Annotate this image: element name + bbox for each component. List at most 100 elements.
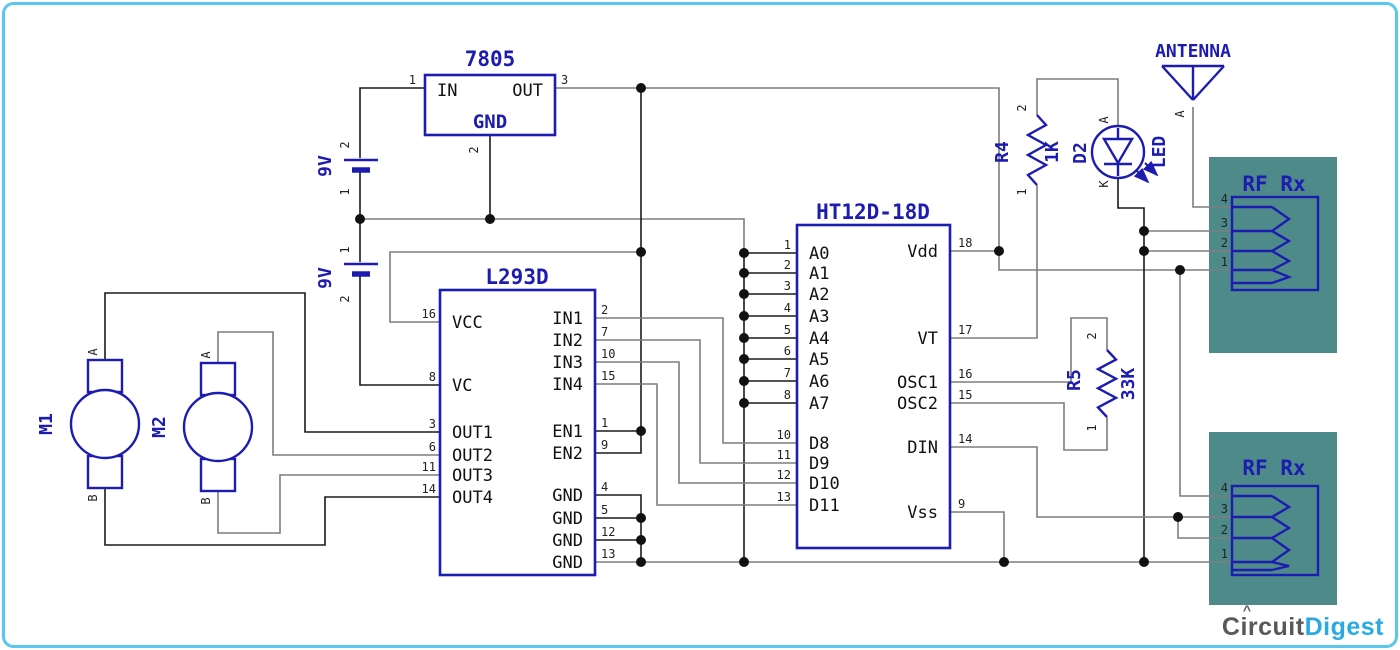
pin-number: 1	[601, 416, 608, 430]
wire	[1192, 107, 1232, 208]
pin-number: 2	[784, 258, 791, 272]
pin-label: A0	[809, 244, 829, 264]
pin-number: 5	[601, 503, 608, 517]
pin-label: D10	[809, 474, 840, 494]
pin-label: IN1	[552, 309, 583, 329]
led-emission-arrow	[1133, 167, 1150, 184]
junction-dot	[1139, 557, 1149, 567]
pin-label: A2	[809, 285, 829, 305]
motor-m2	[182, 361, 254, 493]
component-title: RF Rx	[1242, 456, 1306, 480]
rf-rx-module-bottom-box	[1230, 484, 1320, 577]
rf-rx-module-bottom-zigzag	[1269, 494, 1292, 572]
ic-l293d	[438, 288, 597, 577]
pin-number: 1	[409, 73, 416, 87]
pin-number: 15	[601, 369, 615, 383]
resistor-r4	[1025, 114, 1049, 186]
junction-dot	[636, 513, 646, 523]
component-label: LED	[1149, 136, 1170, 169]
pin-label: Vss	[907, 503, 938, 523]
junction-dots	[355, 83, 1185, 567]
pin-number: 3	[429, 417, 436, 431]
pin-number: 15	[958, 388, 972, 402]
component-title: RF Rx	[1242, 172, 1306, 196]
junction-dot	[1139, 246, 1149, 256]
pin-number: A	[86, 348, 100, 356]
junction-dot	[739, 557, 749, 567]
pin-label: VCC	[452, 313, 483, 333]
brand-logo: CircuitDigest ^	[1222, 602, 1384, 642]
pin-label: VT	[918, 329, 938, 349]
component-title: L293D	[485, 265, 548, 289]
pin-label: A1	[809, 264, 829, 284]
pin-number: 1	[1221, 547, 1228, 561]
pin-number: 2	[1085, 332, 1099, 339]
pin-number: 4	[601, 480, 608, 494]
pin-label: D9	[809, 454, 829, 474]
motor-m1-body	[69, 388, 141, 460]
pin-label: OUT3	[452, 466, 493, 486]
pin-number: 14	[422, 482, 436, 496]
pin-number: 2	[338, 141, 352, 148]
pin-number: 5	[784, 323, 791, 337]
pin-number: 4	[1221, 192, 1228, 206]
pin-label: IN	[437, 81, 457, 101]
junction-dot	[739, 268, 749, 278]
pin-number: 11	[777, 448, 791, 462]
pin-number: 14	[958, 432, 972, 446]
component-title: HT12D-18D	[816, 200, 930, 224]
battery-9v-1	[344, 158, 378, 173]
pin-number: 2	[601, 303, 608, 317]
wire	[1177, 517, 1232, 539]
wire	[104, 488, 440, 546]
battery-9v-2	[344, 262, 378, 277]
junction-dot	[636, 426, 646, 436]
junction-dot	[636, 557, 646, 567]
pin-number: K	[1097, 180, 1111, 188]
pin-label: Vdd	[907, 242, 938, 262]
component-label: M2	[149, 416, 170, 438]
junction-dot	[1175, 265, 1185, 275]
pin-number: 2	[1221, 236, 1228, 250]
wire	[595, 431, 642, 454]
rf-rx-module-top-box	[1230, 195, 1320, 292]
wire	[217, 474, 440, 534]
pin-number: 7	[784, 366, 791, 380]
pin-number: 8	[429, 370, 436, 384]
junction-dot	[739, 289, 749, 299]
logo-text-digest: Digest	[1304, 613, 1384, 641]
junction-dot	[636, 247, 646, 257]
pin-number: 12	[601, 525, 615, 539]
pin-number: 8	[784, 388, 791, 402]
pin-label: OUT4	[452, 488, 493, 508]
pin-label: D11	[809, 496, 840, 516]
pin-label: A3	[809, 307, 829, 327]
component-label: 9V	[315, 155, 336, 177]
junction-dot	[739, 376, 749, 386]
junction-dot	[1139, 226, 1149, 236]
pin-label: A7	[809, 394, 829, 414]
pin-number: 12	[777, 468, 791, 482]
motor-m2-body	[182, 391, 254, 463]
pin-number: 1	[338, 246, 352, 253]
pin-number: B	[86, 494, 100, 501]
junction-dot	[485, 214, 495, 224]
pin-number: 4	[784, 301, 791, 315]
component-label: ANTENNA	[1155, 41, 1231, 62]
junction-dot	[739, 333, 749, 343]
pin-number: 6	[429, 440, 436, 454]
rf-rx-module-top	[1230, 195, 1320, 292]
pin-number: 6	[784, 344, 791, 358]
pin-label: D8	[809, 434, 829, 454]
component-label: 33K	[1118, 368, 1139, 401]
pin-label: IN2	[552, 331, 583, 351]
pin-number: 3	[784, 279, 791, 293]
wire	[595, 361, 797, 484]
component-label: 9V	[315, 267, 336, 289]
component-label: 1K	[1042, 141, 1063, 163]
led-d2	[1090, 124, 1159, 184]
pin-number: 1	[1221, 255, 1228, 269]
motor-m1-terminal	[86, 454, 124, 490]
